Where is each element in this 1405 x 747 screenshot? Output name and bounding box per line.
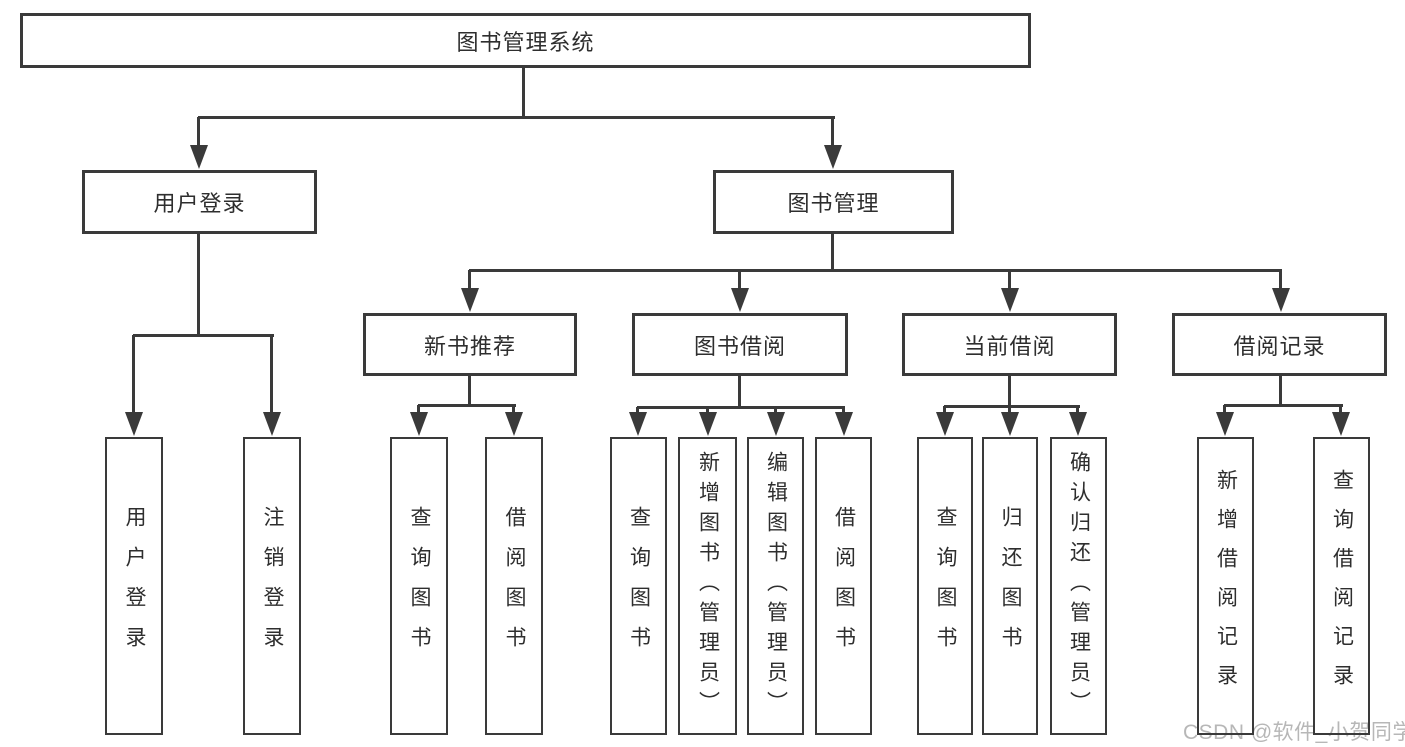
node-book-management-label: 图书管理: [787, 191, 880, 216]
leaf-add-borrow-record: 新增借阅记录: [1197, 437, 1254, 735]
connector-level2-branch: [198, 116, 835, 119]
leaf-query-book-current-label: 查询图书: [934, 506, 957, 666]
connector-drop-user-login: [197, 117, 200, 148]
arrowhead-borrow-book-1: [505, 412, 523, 436]
leaf-edit-book-admin-label: 编辑图书（管理员）: [764, 451, 788, 721]
connector-drop-query-book-3: [943, 406, 946, 415]
arrowhead-book-management: [824, 145, 842, 169]
leaf-query-book-borrow-label: 查询图书: [627, 506, 651, 666]
arrowhead-leaf-logout: [263, 412, 281, 436]
connector-drop-borrow-book-1: [512, 405, 515, 415]
leaf-query-borrow-record-label: 查询借阅记录: [1330, 469, 1354, 703]
node-current-borrow: 当前借阅: [902, 313, 1117, 376]
leaf-query-book-recommend-label: 查询图书: [408, 506, 431, 666]
leaf-borrow-book: 借阅图书: [815, 437, 872, 735]
node-borrow-records: 借阅记录: [1172, 313, 1387, 376]
arrowhead-edit-book: [767, 412, 785, 436]
connector-drop-leaf-user-login: [132, 335, 135, 414]
connector-book-borrow-stem: [738, 374, 741, 409]
connector-drop-current-borrow: [1008, 270, 1011, 290]
connector-drop-query-book-2: [636, 407, 639, 415]
connector-drop-book-borrow: [738, 270, 741, 290]
arrowhead-confirm-return: [1069, 412, 1087, 436]
connector-new-book-recommend-branch: [418, 404, 516, 407]
arrowhead-add-book: [699, 412, 717, 436]
connector-drop-add-record: [1223, 405, 1226, 415]
connector-drop-leaf-logout: [270, 335, 273, 414]
node-new-book-recommend-label: 新书推荐: [423, 333, 516, 359]
leaf-borrow-book-label: 借阅图书: [832, 506, 856, 666]
node-book-borrow: 图书借阅: [632, 313, 848, 376]
arrowhead-query-record: [1332, 412, 1350, 436]
connector-root-stem: [522, 66, 525, 119]
connector-new-book-recommend-stem: [468, 374, 471, 407]
connector-drop-confirm-return: [1076, 406, 1079, 415]
node-current-borrow-label: 当前借阅: [963, 333, 1056, 359]
leaf-user-login-label: 用户登录: [123, 506, 146, 666]
arrowhead-query-book-3: [936, 412, 954, 436]
leaf-logout-label: 注销登录: [261, 506, 284, 666]
leaf-confirm-return-admin-label: 确认归还（管理员）: [1067, 451, 1091, 721]
connector-current-borrow-branch: [944, 405, 1080, 408]
leaf-user-login: 用户登录: [105, 437, 163, 735]
arrowhead-current-borrow: [1001, 288, 1019, 312]
arrowhead-borrow-records: [1272, 288, 1290, 312]
watermark-text: CSDN @软件_小贺同学: [1183, 721, 1405, 744]
node-borrow-records-label: 借阅记录: [1233, 333, 1326, 359]
connector-drop-borrow-records: [1279, 270, 1282, 290]
node-root: 图书管理系统: [20, 13, 1031, 68]
leaf-confirm-return-admin: 确认归还（管理员）: [1050, 437, 1107, 735]
arrowhead-borrow-book-2: [835, 412, 853, 436]
connector-drop-edit-book: [774, 407, 777, 415]
node-book-management: 图书管理: [713, 170, 954, 234]
connector-drop-add-book: [706, 407, 709, 415]
leaf-add-borrow-record-label: 新增借阅记录: [1214, 469, 1238, 703]
arrowhead-query-book-2: [629, 412, 647, 436]
connector-drop-book-management: [831, 117, 834, 148]
connector-drop-query-record: [1339, 405, 1342, 415]
leaf-logout: 注销登录: [243, 437, 301, 735]
connector-borrow-records-stem: [1279, 374, 1282, 407]
node-user-login-label: 用户登录: [153, 191, 246, 216]
connector-drop-query-book-1: [417, 405, 420, 415]
leaf-return-book-label: 归还图书: [999, 506, 1022, 666]
leaf-query-borrow-record: 查询借阅记录: [1313, 437, 1370, 735]
leaf-add-book-admin-label: 新增图书（管理员）: [696, 451, 720, 721]
leaf-query-book-recommend: 查询图书: [390, 437, 448, 735]
node-new-book-recommend: 新书推荐: [363, 313, 577, 376]
connector-borrow-records-branch: [1224, 404, 1343, 407]
connector-drop-return-book: [1008, 406, 1011, 415]
connector-level3-branch: [469, 269, 1282, 272]
arrowhead-add-record: [1216, 412, 1234, 436]
connector-drop-new-book-recommend: [468, 270, 471, 290]
connector-user-login-branch: [133, 334, 274, 337]
leaf-edit-book-admin: 编辑图书（管理员）: [747, 437, 804, 735]
leaf-return-book: 归还图书: [982, 437, 1038, 735]
leaf-add-book-admin: 新增图书（管理员）: [678, 437, 737, 735]
connector-drop-borrow-book-2: [842, 407, 845, 415]
arrowhead-leaf-user-login: [125, 412, 143, 436]
leaf-query-book-borrow: 查询图书: [610, 437, 667, 735]
connector-book-borrow-branch: [637, 406, 845, 409]
arrowhead-book-borrow: [731, 288, 749, 312]
connector-book-management-stem: [831, 232, 834, 272]
node-book-borrow-label: 图书借阅: [693, 333, 786, 359]
leaf-borrow-book-recommend-label: 借阅图书: [503, 506, 526, 666]
leaf-borrow-book-recommend: 借阅图书: [485, 437, 543, 735]
node-root-label: 图书管理系统: [456, 29, 595, 55]
arrowhead-query-book-1: [410, 412, 428, 436]
arrowhead-new-book-recommend: [461, 288, 479, 312]
arrowhead-user-login: [190, 145, 208, 169]
connector-user-login-stem: [197, 232, 200, 337]
arrowhead-return-book: [1001, 412, 1019, 436]
node-user-login: 用户登录: [82, 170, 317, 234]
connector-current-borrow-stem: [1008, 374, 1011, 408]
leaf-query-book-current: 查询图书: [917, 437, 973, 735]
